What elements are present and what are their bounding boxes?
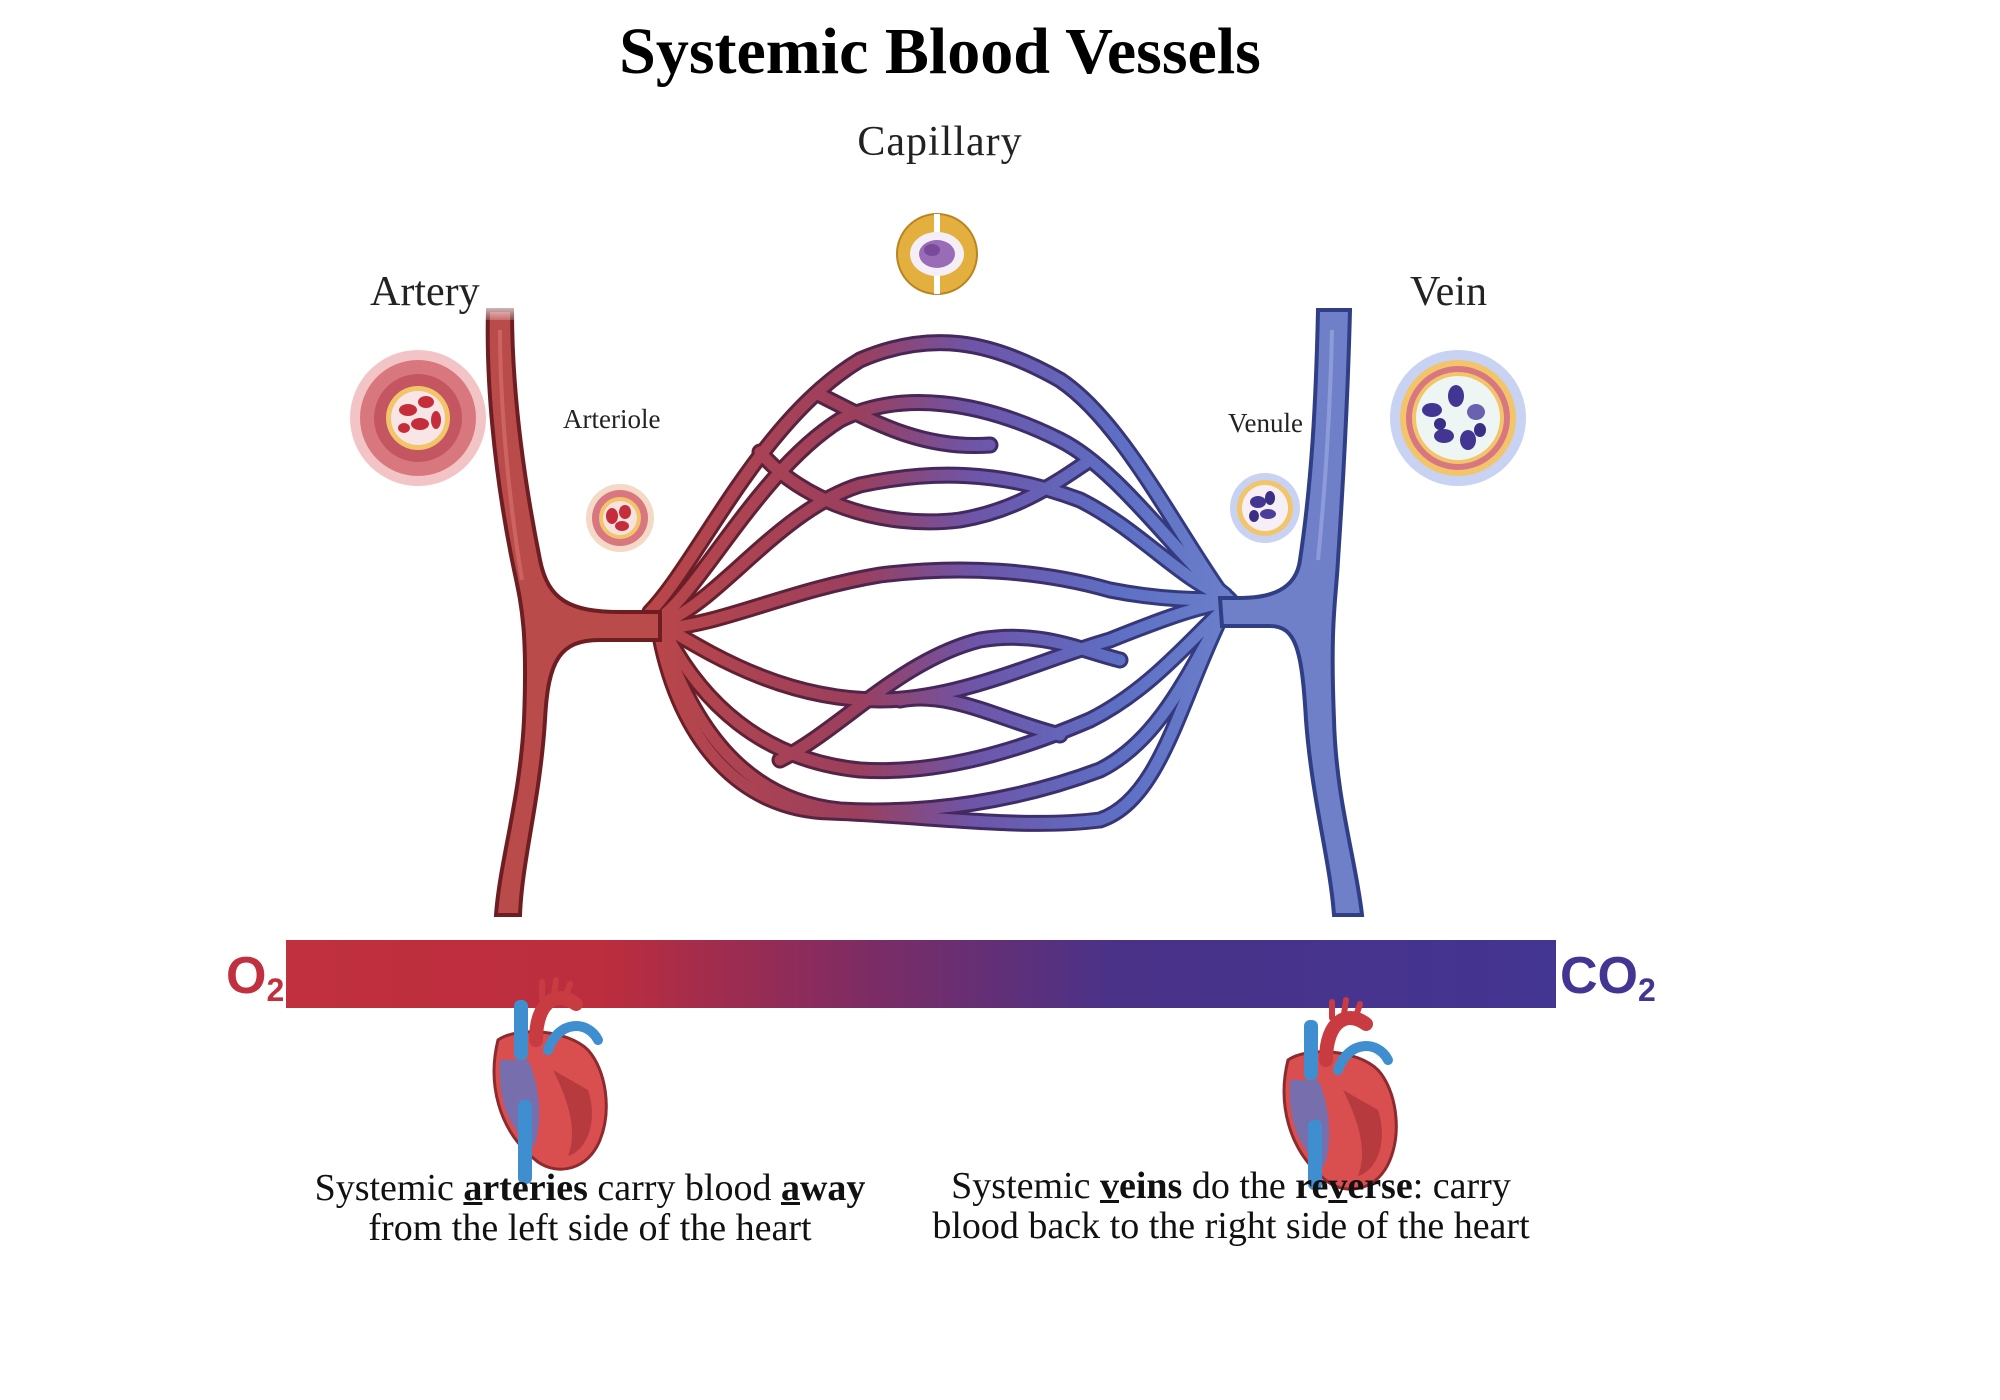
capillary-cross-section-icon bbox=[896, 213, 978, 295]
arteriole-cross-section-icon bbox=[586, 484, 654, 552]
veins-caption-line1: Systemic veins do the reverse: carry bbox=[951, 1165, 1511, 1207]
arteries-caption-line1: Systemic arteries carry blood away bbox=[314, 1167, 866, 1209]
left-heart-icon bbox=[492, 977, 608, 1184]
vein-label: Vein bbox=[1410, 269, 1487, 315]
venule-cross-section-icon bbox=[1230, 473, 1300, 543]
vein-cross-section-icon bbox=[1390, 350, 1526, 486]
oxygen-label: O2 bbox=[226, 947, 285, 1008]
vein-vessel bbox=[1217, 308, 1365, 917]
arteries-caption-line2: from the left side of the heart bbox=[368, 1207, 812, 1249]
oxygen-gradient-bar bbox=[286, 940, 1556, 1008]
artery-cross-section-icon bbox=[350, 350, 486, 486]
artery-label: Artery bbox=[370, 269, 480, 315]
arteriole-label: Arteriole bbox=[563, 404, 661, 434]
venule-label: Venule bbox=[1228, 408, 1303, 438]
capillary-network bbox=[641, 334, 1239, 832]
right-heart-icon bbox=[1282, 997, 1398, 1191]
carbon-dioxide-label: CO2 bbox=[1560, 947, 1656, 1008]
capillary-label: Capillary bbox=[857, 119, 1023, 165]
arteries-caption: Systemic arteries carry blood away from … bbox=[290, 1168, 890, 1248]
veins-caption: Systemic veins do the reverse: carry blo… bbox=[896, 1166, 1566, 1246]
artery-vessel bbox=[480, 300, 662, 917]
diagram-title: Systemic Blood Vessels bbox=[619, 15, 1261, 88]
veins-caption-line2: blood back to the right side of the hear… bbox=[932, 1205, 1530, 1247]
